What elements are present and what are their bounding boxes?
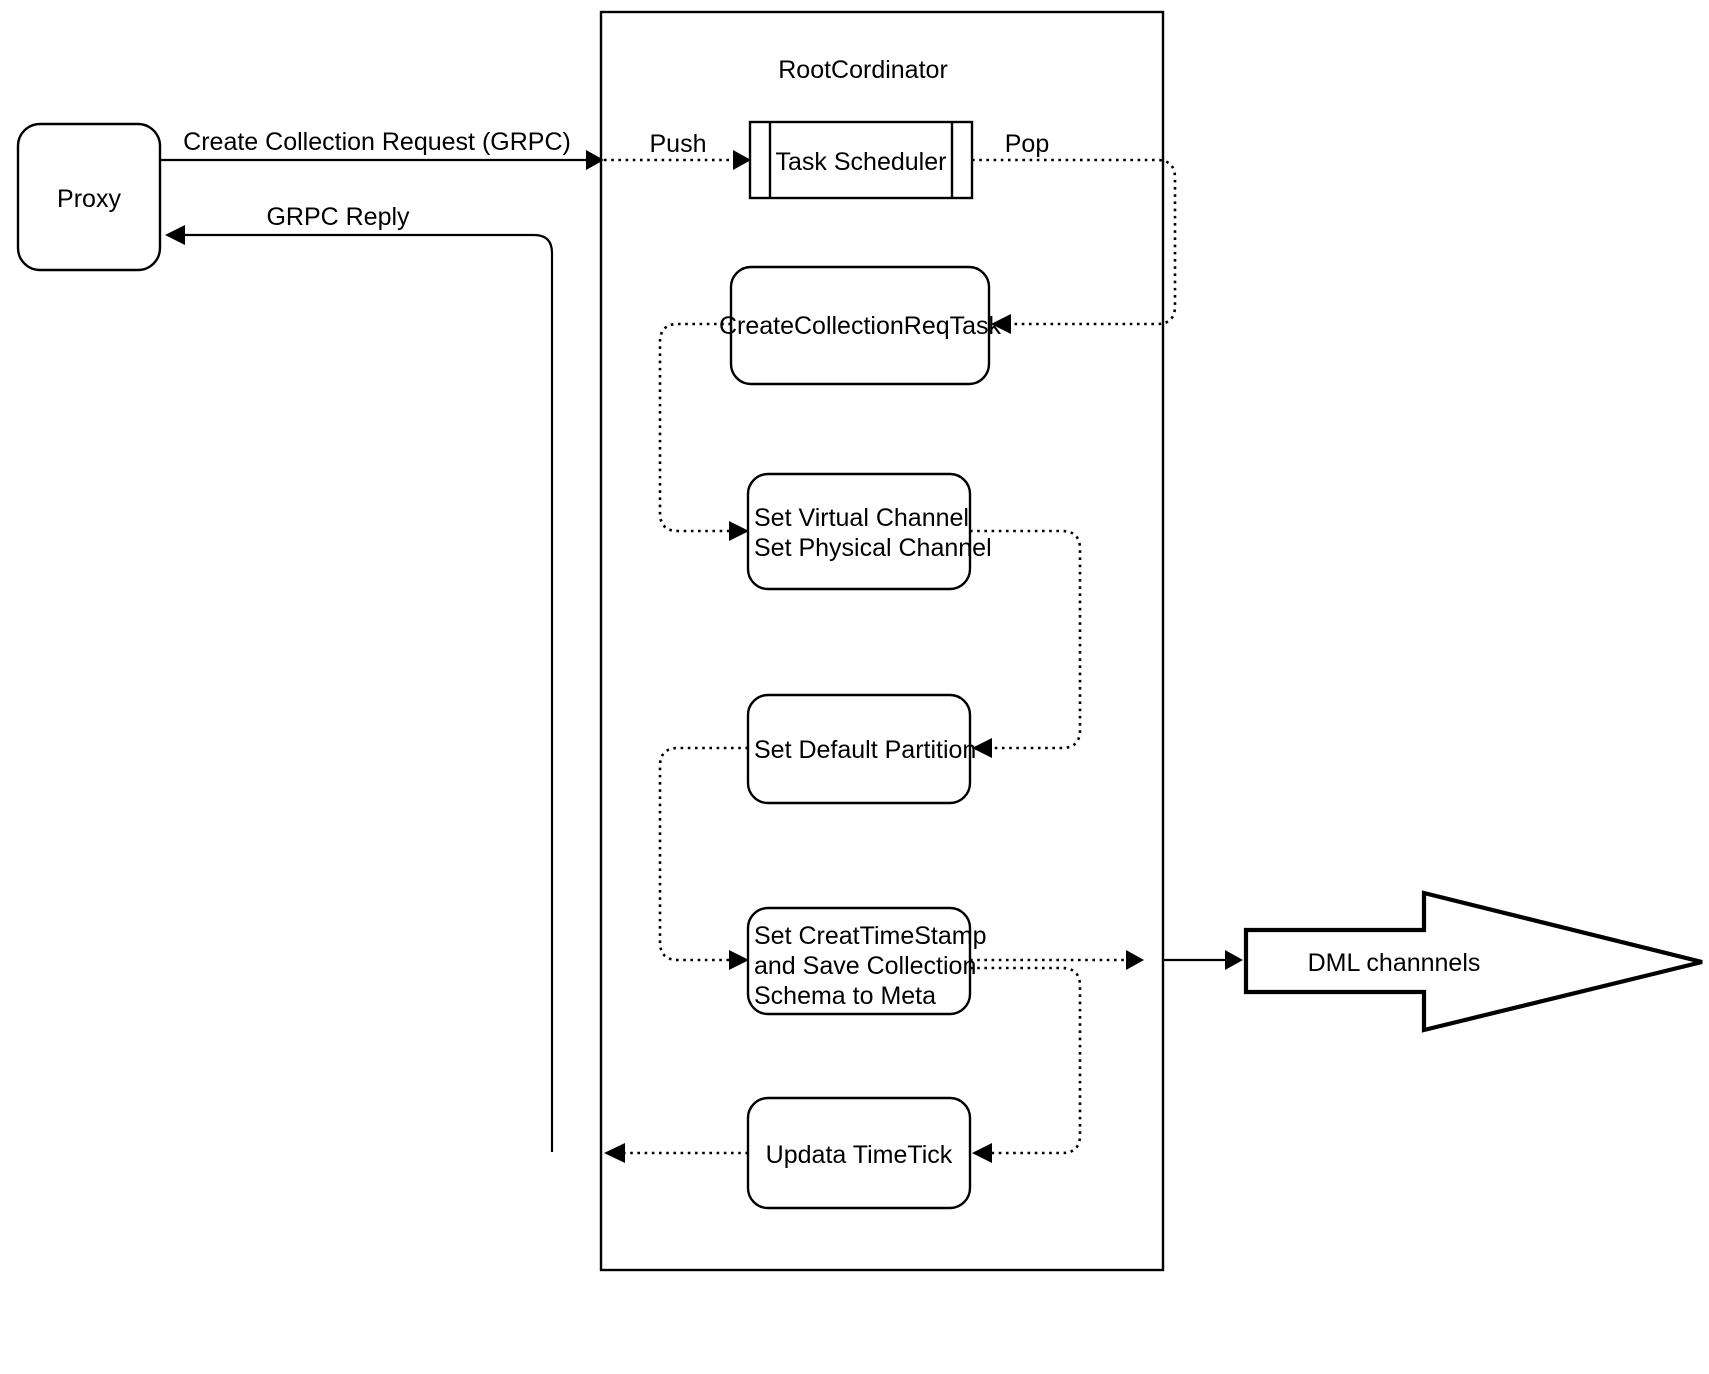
- edge-label-pop: Pop: [1005, 130, 1049, 158]
- edge-grpc-reply-line: [185, 233, 554, 1152]
- edge-timestamp-to-timetick-line: [970, 966, 1082, 1155]
- edge-to-dml-channnels-arrowhead: [1225, 950, 1243, 970]
- set-creat-timestamp-label-line-2: and Save Collection: [754, 952, 976, 980]
- edge-timestamp-to-container-exit-arrowhead: [1126, 950, 1144, 970]
- root-coordinator-boundary: [599, 10, 1165, 1272]
- edge-label-create-collection-request: Create Collection Request (GRPC): [183, 128, 571, 156]
- node-create-collection-req-task[interactable]: CreateCollectionReqTask: [719, 265, 1002, 386]
- edge-default-partition-to-timestamp: [658, 746, 749, 970]
- edge-create-collection-request: Create Collection Request (GRPC): [160, 128, 604, 170]
- edge-pop: Pop: [972, 130, 1177, 334]
- edge-default-partition-to-timestamp-arrowhead: [729, 950, 749, 970]
- edge-timestamp-to-timetick: [970, 966, 1082, 1163]
- root-coordinator-container: RootCordinator: [599, 10, 1165, 1272]
- task-scheduler-box: [748, 120, 974, 200]
- edge-pop-arrowhead: [991, 314, 1011, 334]
- edge-set-channels-to-default-partition-arrowhead: [972, 738, 992, 758]
- edge-timestamp-to-timetick-arrowhead: [972, 1143, 992, 1163]
- node-set-channels[interactable]: Set Virtual Channel Set Physical Channel: [746, 472, 992, 591]
- proxy-label: Proxy: [57, 185, 121, 213]
- edge-default-partition-to-timestamp-line: [658, 746, 748, 962]
- edge-label-grpc-reply: GRPC Reply: [266, 203, 410, 231]
- set-creat-timestamp-label-line-1: Set CreatTimeStamp: [754, 922, 986, 950]
- edge-grpc-reply: GRPC Reply: [165, 203, 554, 1152]
- updata-timetick-label: Updata TimeTick: [766, 1141, 953, 1169]
- dml-channnels-arrow-shape: [1243, 890, 1703, 1033]
- set-creat-timestamp-label-line-3: Schema to Meta: [754, 982, 936, 1010]
- set-channels-label-line-1: Set Virtual Channel: [754, 504, 969, 532]
- node-proxy[interactable]: Proxy: [16, 122, 162, 272]
- node-task-scheduler[interactable]: Task Scheduler: [748, 120, 974, 200]
- node-set-default-partition[interactable]: Set Default Partition: [746, 693, 976, 805]
- node-updata-timetick[interactable]: Updata TimeTick: [746, 1096, 972, 1210]
- task-scheduler-label: Task Scheduler: [776, 148, 947, 176]
- edge-task-to-set-channels: [658, 322, 749, 541]
- edge-push: Push: [604, 130, 751, 170]
- edge-timetick-to-reply: [604, 1143, 748, 1163]
- set-channels-label-line-2: Set Physical Channel: [754, 534, 992, 562]
- dml-channnels-label: DML channnels: [1308, 949, 1481, 977]
- node-set-creat-timestamp[interactable]: Set CreatTimeStamp and Save Collection S…: [746, 906, 986, 1016]
- edge-set-channels-to-default-partition: [970, 529, 1082, 758]
- set-default-partition-label: Set Default Partition: [754, 736, 976, 764]
- root-coordinator-label: RootCordinator: [778, 56, 948, 84]
- create-collection-req-task-box: [729, 265, 991, 386]
- proxy-box: [16, 122, 162, 272]
- node-dml-channnels[interactable]: DML channnels: [1243, 890, 1703, 1033]
- edge-create-collection-request-arrowhead: [586, 150, 604, 170]
- edge-to-dml-channnels: [1163, 950, 1243, 970]
- edge-timetick-to-reply-arrowhead: [604, 1143, 625, 1163]
- edge-task-to-set-channels-line: [658, 322, 731, 533]
- edge-label-push: Push: [650, 130, 707, 158]
- edge-timestamp-to-container-exit: [970, 950, 1144, 970]
- edge-grpc-reply-arrowhead: [165, 225, 185, 245]
- edge-push-arrowhead: [733, 150, 751, 170]
- create-collection-req-task-label: CreateCollectionReqTask: [719, 312, 1002, 340]
- edge-task-to-set-channels-arrowhead: [729, 521, 749, 541]
